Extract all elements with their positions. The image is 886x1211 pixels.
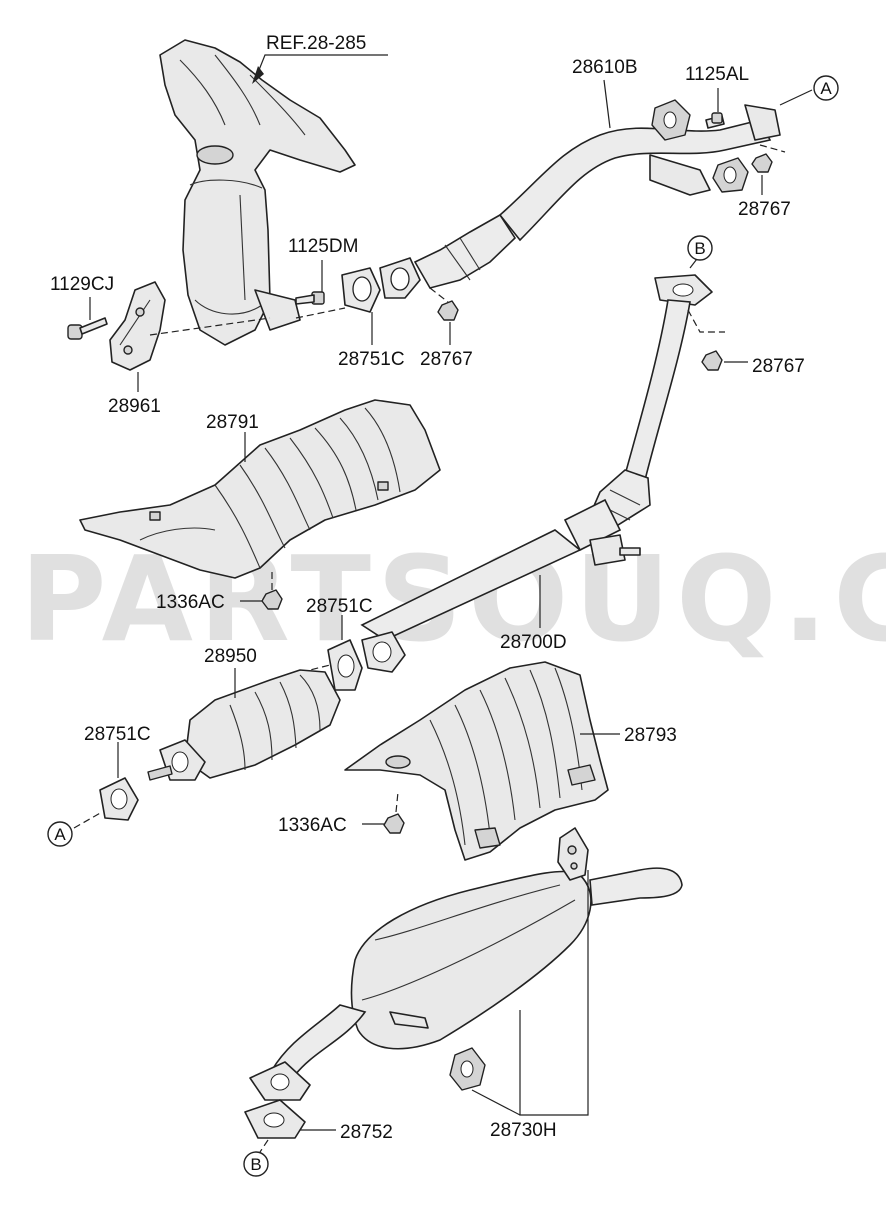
ref-28-285-callout: REF.28-285	[252, 33, 388, 84]
label-28767-top: 28767	[738, 199, 791, 220]
label-28793: 28793	[624, 725, 677, 746]
label-28700d: 28700D	[500, 632, 567, 653]
label-28730h: 28730H	[490, 1120, 557, 1141]
exhaust-manifold-catalytic-converter[interactable]	[159, 39, 356, 346]
svg-text:A: A	[54, 825, 66, 844]
gasket-28752[interactable]	[244, 1099, 306, 1139]
ref-b-bottom: B	[243, 1151, 269, 1177]
rubber-hanger-top-left[interactable]	[651, 99, 691, 141]
bracket-28961[interactable]	[109, 281, 166, 371]
ref-b-top: B	[687, 235, 713, 261]
leader-28730h-hanger	[471, 1089, 521, 1116]
label-1336ac-top: 1336AC	[156, 592, 225, 613]
svg-text:A: A	[820, 79, 832, 98]
label-28791: 28791	[206, 412, 259, 433]
label-1129cj: 1129CJ	[50, 274, 114, 295]
svg-text:B: B	[250, 1155, 261, 1174]
label-28767-right: 28767	[752, 356, 805, 377]
dash-28767-top	[759, 144, 786, 153]
center-pipe-28700d[interactable]	[360, 274, 713, 641]
dash-bracket	[149, 317, 271, 336]
ref-a-top: A	[813, 75, 839, 101]
nut-28767-mid[interactable]	[437, 300, 459, 321]
gasket-28751c-top[interactable]	[341, 267, 381, 313]
label-ref-28-285: REF.28-285	[266, 33, 366, 54]
dash-28767-right	[687, 309, 725, 333]
dash-ref-a-left	[73, 811, 103, 829]
label-28610b: 28610B	[572, 57, 638, 78]
leader-28610b	[603, 79, 611, 129]
front-pipe-28610b[interactable]	[379, 104, 781, 299]
label-28950: 28950	[204, 646, 257, 667]
rubber-hanger-top-right[interactable]	[712, 157, 749, 193]
label-1336ac-bottom: 1336AC	[278, 815, 347, 836]
bolt-1125dm[interactable]	[295, 291, 325, 305]
bolt-1125al[interactable]	[705, 112, 725, 129]
label-28751c-left: 28751C	[84, 724, 151, 745]
label-1125al: 1125AL	[685, 64, 749, 85]
rubber-hanger-muffler[interactable]	[449, 1047, 486, 1091]
nut-28767-right[interactable]	[701, 350, 723, 371]
bolt-1129cj[interactable]	[67, 317, 108, 340]
nut-1336ac-bottom[interactable]	[383, 813, 405, 834]
label-28751c-mid: 28751C	[306, 596, 373, 617]
nut-28767-top[interactable]	[751, 153, 773, 173]
label-1125dm: 1125DM	[288, 236, 358, 257]
gasket-28751c-left[interactable]	[99, 777, 139, 821]
leader-ref-a-top	[779, 89, 813, 106]
label-28767-mid: 28767	[420, 349, 473, 370]
label-28961: 28961	[108, 396, 161, 417]
leader-28730h	[519, 870, 589, 1116]
dash-ref-b-bottom	[259, 1139, 269, 1153]
main-muffler-28730h[interactable]	[249, 827, 683, 1101]
heat-protector-28791[interactable]	[79, 399, 441, 579]
svg-text:B: B	[694, 239, 705, 258]
label-28751c-top: 28751C	[338, 349, 405, 370]
ref-a-left: A	[47, 821, 73, 847]
dash-1336ac-bottom	[395, 791, 399, 813]
dash-1125dm	[295, 307, 346, 319]
dash-28767-mid	[429, 287, 449, 303]
catalytic-converter-28950[interactable]	[147, 669, 341, 781]
heat-protector-28793[interactable]	[344, 661, 609, 861]
label-28752: 28752	[340, 1122, 393, 1143]
gasket-28751c-mid[interactable]	[327, 631, 406, 691]
